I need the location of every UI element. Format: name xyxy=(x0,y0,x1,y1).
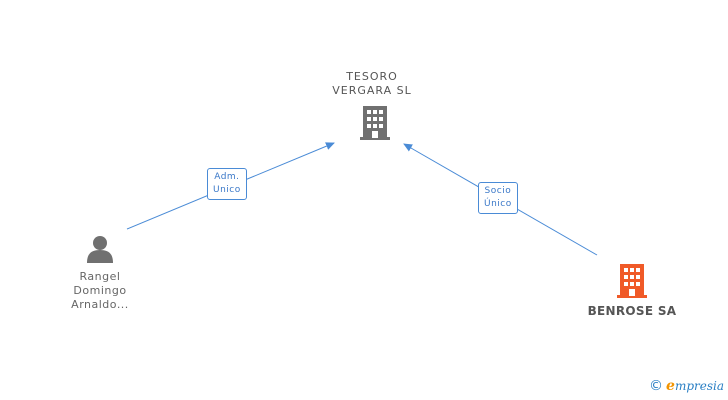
node-benrose-label[interactable]: BENROSE SA xyxy=(587,304,677,318)
brand-logo[interactable]: ©empresia xyxy=(649,378,724,394)
copyright-symbol: © xyxy=(649,378,664,394)
person-icon[interactable] xyxy=(86,235,114,263)
brand-name: mpresia xyxy=(674,379,724,393)
node-tesoro-label[interactable]: TESORO VERGARA SL xyxy=(332,70,412,97)
building-icon[interactable] xyxy=(360,106,390,140)
edge-socio-unico-label[interactable]: Socio Único xyxy=(478,182,518,214)
node-rangel-label[interactable]: Rangel Domingo Arnaldo... xyxy=(71,270,129,311)
edge-adm-unico-label[interactable]: Adm. Unico xyxy=(207,168,247,200)
building-icon[interactable] xyxy=(617,264,647,298)
brand-initial: e xyxy=(666,378,675,394)
